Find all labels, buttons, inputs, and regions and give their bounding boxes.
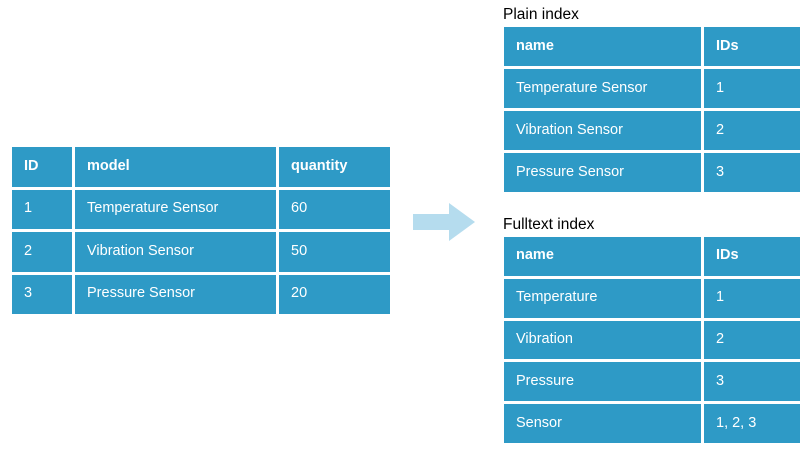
cell-model: Vibration Sensor [75, 232, 279, 272]
cell-ids: 3 [716, 163, 725, 180]
table-row: Pressure Sensor 3 [504, 153, 800, 192]
cell-id: 3 [12, 274, 75, 314]
column-header-ids: IDs [716, 37, 739, 54]
cell-name: Temperature Sensor [504, 69, 704, 108]
cell-model: Pressure Sensor [75, 274, 279, 314]
cell-name: Sensor [504, 404, 704, 443]
cell-ids: 2 [716, 121, 725, 138]
column-header-name: name [504, 237, 704, 276]
table-row: Vibration 2 [504, 320, 800, 363]
column-header-name: name [504, 27, 704, 66]
table-row: Vibration Sensor 2 [504, 111, 800, 153]
cell-name: Pressure [504, 362, 704, 402]
table-header-row: name IDs [504, 27, 800, 69]
table-header-row: name IDs [504, 237, 800, 279]
plain-index-caption: Plain index [503, 6, 579, 23]
column-header-id: ID [12, 147, 75, 187]
fulltext-index-caption: Fulltext index [503, 216, 595, 233]
source-table: ID model quantity 1 Temperature Sensor 6… [10, 147, 392, 314]
table-row: 1 Temperature Sensor 60 [12, 189, 390, 232]
table-row: 3 Pressure Sensor 20 [12, 274, 390, 314]
column-header-quantity: quantity [291, 157, 348, 174]
cell-ids: 2 [716, 331, 725, 348]
fulltext-index-table: name IDs Temperature 1 Vibration 2 Press… [502, 237, 800, 443]
cell-id: 2 [12, 232, 75, 272]
column-header-model: model [75, 147, 279, 187]
cell-model: Temperature Sensor [75, 189, 279, 229]
cell-ids: 1, 2, 3 [716, 414, 757, 431]
table-header-row: ID model quantity [12, 147, 390, 190]
table-row: Sensor 1, 2, 3 [504, 404, 800, 443]
table-row: 2 Vibration Sensor 50 [12, 232, 390, 275]
arrow-right-icon [413, 203, 475, 241]
cell-quantity: 20 [291, 285, 308, 302]
cell-name: Temperature [504, 278, 704, 318]
cell-quantity: 60 [291, 200, 308, 217]
plain-index-table: name IDs Temperature Sensor 1 Vibration … [502, 27, 800, 192]
table-row: Temperature 1 [504, 278, 800, 321]
table-row: Pressure 3 [504, 362, 800, 405]
cell-ids: 1 [716, 79, 725, 96]
cell-ids: 1 [716, 289, 725, 306]
cell-name: Pressure Sensor [504, 153, 704, 192]
cell-name: Vibration Sensor [504, 111, 704, 150]
cell-id: 1 [12, 189, 75, 229]
cell-quantity: 50 [291, 242, 308, 259]
cell-ids: 3 [716, 372, 725, 389]
cell-name: Vibration [504, 320, 704, 360]
column-header-ids: IDs [716, 247, 739, 264]
table-row: Temperature Sensor 1 [504, 69, 800, 111]
